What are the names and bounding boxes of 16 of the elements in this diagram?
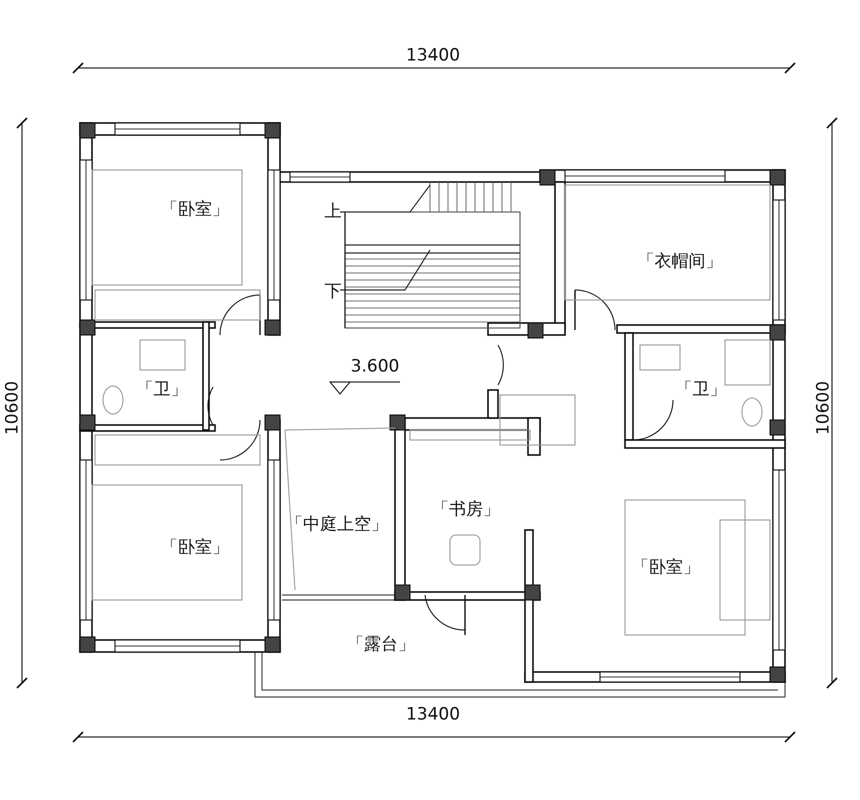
dimension-text: 13400	[406, 46, 460, 66]
stair-direction-label: 下	[324, 282, 342, 302]
room-label: 「卧室」	[161, 200, 229, 220]
elevation-text: 3.600	[350, 358, 400, 376]
dimension-text: 10600	[4, 380, 22, 436]
room-label: 「卧室」	[632, 558, 700, 578]
room-label: 「衣帽间」	[638, 252, 722, 272]
room-label: 「中庭上空」	[286, 516, 388, 534]
dimension-text: 10600	[814, 380, 834, 436]
dimension-text: 13400	[406, 706, 460, 724]
stair-direction-label: 上	[324, 202, 342, 222]
room-label: 「露台」	[347, 636, 415, 654]
room-label: 「卧室」	[161, 538, 229, 558]
room-label: 「卫」	[676, 380, 726, 400]
room-label: 「卫」	[136, 380, 188, 400]
room-label: 「书房」	[432, 500, 500, 520]
